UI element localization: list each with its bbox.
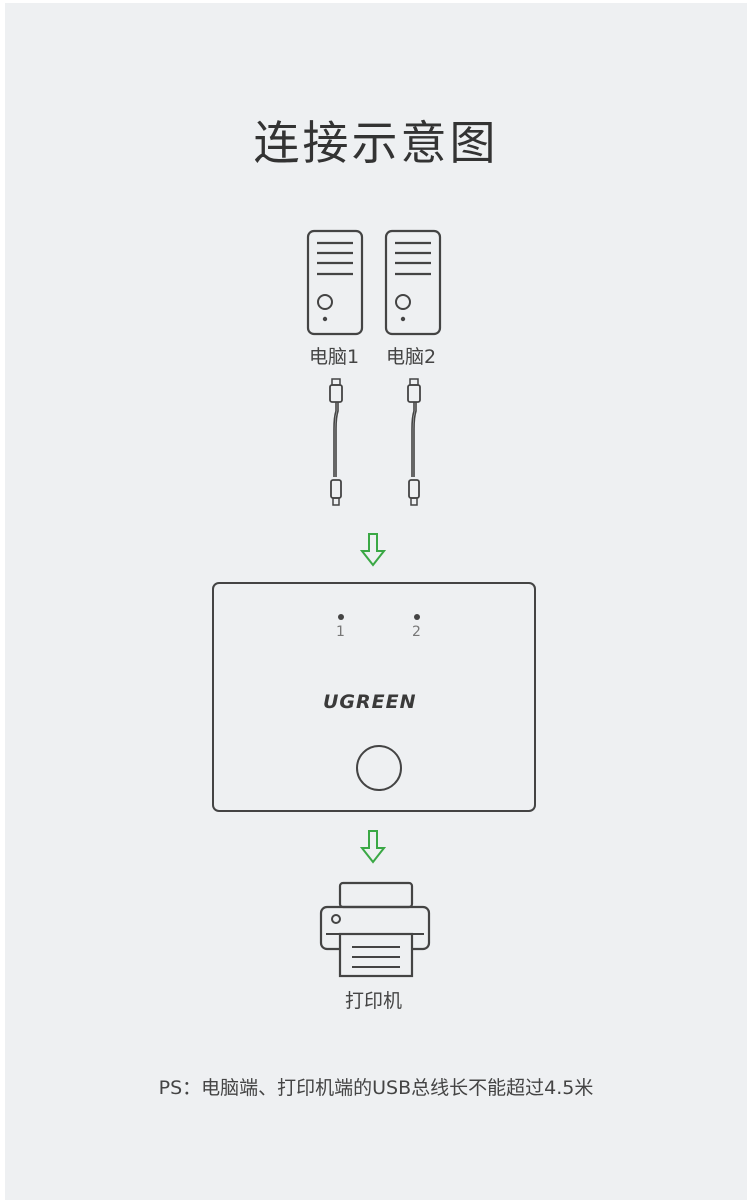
usb-switch-box — [212, 582, 536, 812]
usb-cable-2-icon — [407, 378, 421, 506]
arrow-down-icon — [360, 830, 386, 864]
printer-label: 打印机 — [345, 990, 403, 1012]
arrow-down-icon — [360, 533, 386, 567]
port-1-indicator — [338, 614, 344, 620]
page-title: 连接示意图 — [253, 116, 499, 170]
computer-1-label: 电脑1 — [309, 346, 360, 368]
usb-cable-1-icon — [329, 378, 343, 506]
port-2-number: 2 — [412, 624, 421, 640]
ugreen-logo: UGREEN — [323, 691, 417, 713]
port-2-indicator — [414, 614, 420, 620]
port-1-number: 1 — [336, 624, 345, 640]
computer-2-label: 电脑2 — [386, 346, 437, 368]
switch-button-icon — [356, 745, 402, 791]
footnote: PS：电脑端、打印机端的USB总线长不能超过4.5米 — [158, 1077, 594, 1099]
computer-1-icon — [306, 229, 364, 336]
diagram-canvas: 连接示意图 电脑1 电脑2 — [5, 3, 747, 1200]
computer-2-icon — [384, 229, 442, 336]
printer-icon — [319, 881, 431, 978]
